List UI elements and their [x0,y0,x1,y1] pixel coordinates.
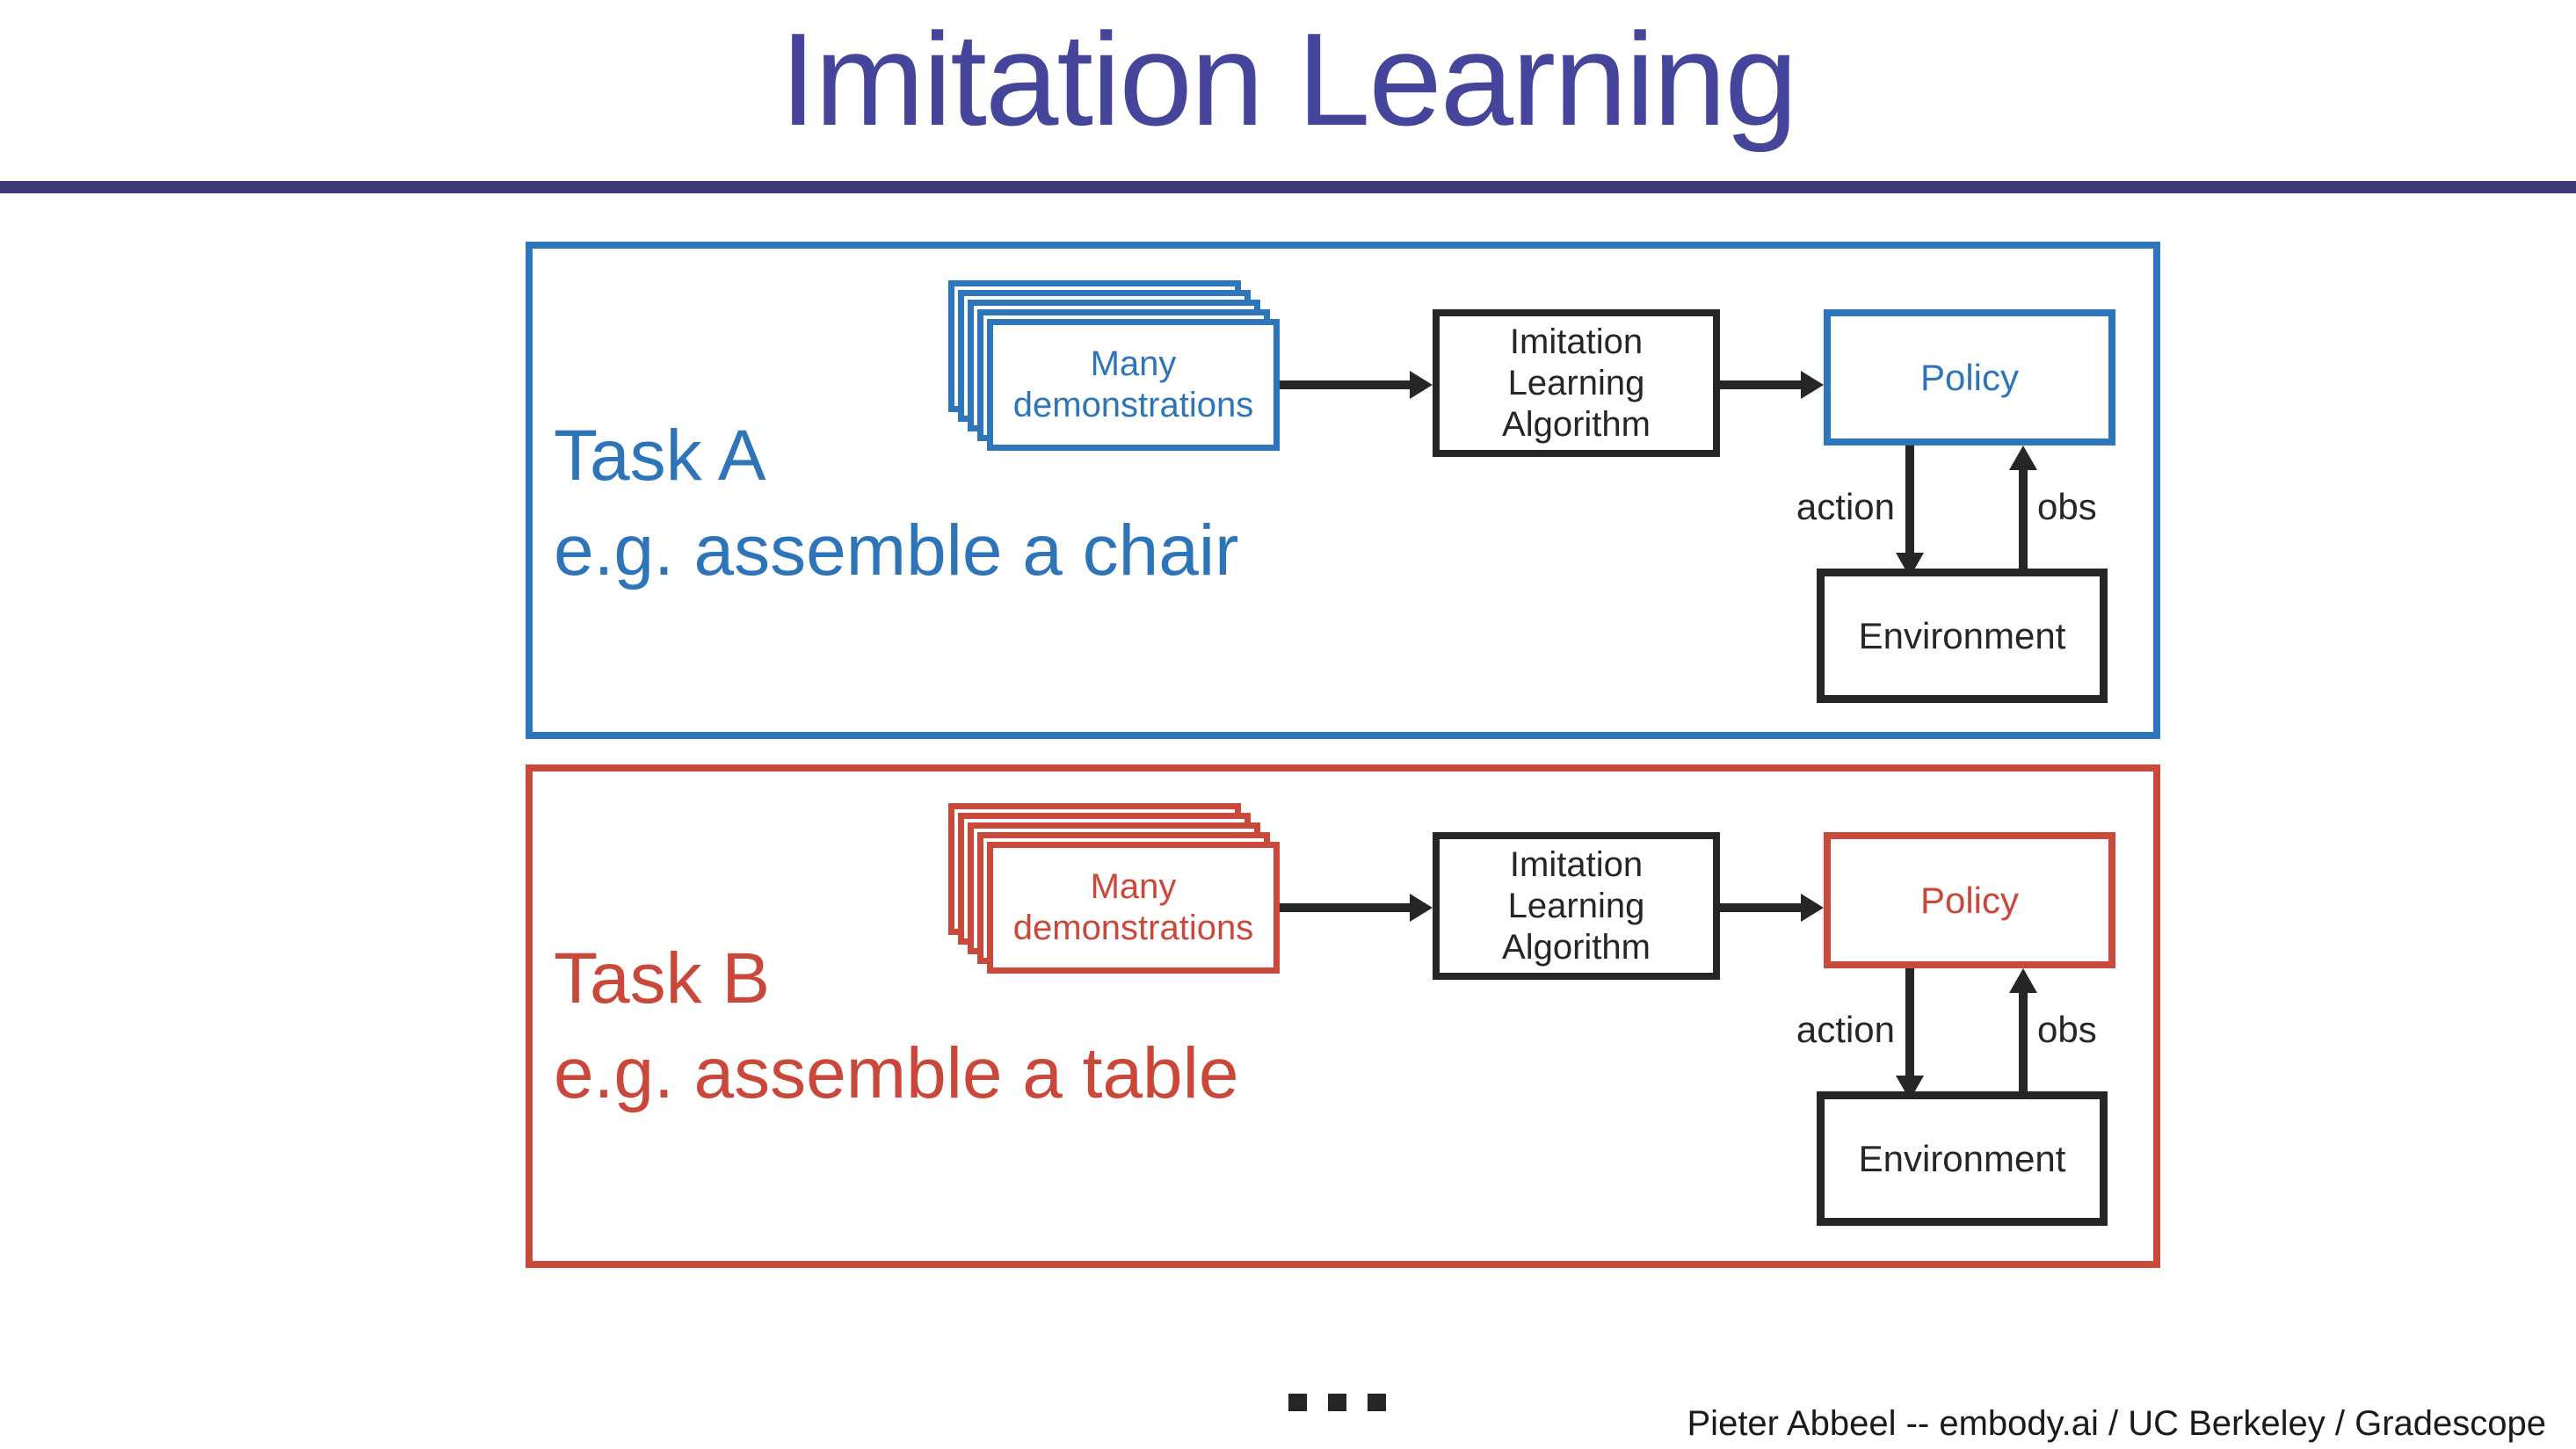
arrow-action-down [1905,968,1914,1076]
policy-box: Policy [1824,832,2115,968]
action-label: action [1796,486,1895,527]
algorithm-line1: Imitation [1509,322,1644,361]
algorithm-line3: Algorithm [1502,927,1651,967]
obs-label: obs [2037,486,2097,527]
task-b-label: Task B e.g. assemble a table [554,931,1238,1121]
task-b-name: Task B [554,938,771,1018]
policy-label: Policy [1919,356,2020,398]
algorithm-line1: Imitation [1509,844,1644,884]
task-a-example: e.g. assemble a chair [554,511,1239,590]
algorithm-line2: Learning [1507,886,1645,925]
demo-label-line2: demonstrations [1012,386,1254,424]
demo-stack: Many demonstrations [948,803,1280,974]
arrow-demos-to-algorithm [1280,903,1410,912]
algorithm-box: Imitation Learning Algorithm [1433,309,1720,457]
arrow-algorithm-to-policy [1720,903,1801,912]
demo-stack: Many demonstrations [948,280,1280,451]
dot-icon [1288,1394,1307,1411]
arrowhead-right-icon [1801,894,1824,922]
footer-credit: Pieter Abbeel -- embody.ai / UC Berkeley… [1687,1404,2547,1443]
task-b-panel: Task B e.g. assemble a table Many demons… [526,764,2160,1268]
obs-label: obs [2037,1009,2097,1050]
task-a-name: Task A [554,416,766,496]
task-a-label: Task A e.g. assemble a chair [554,409,1238,598]
arrow-algorithm-to-policy [1720,380,1801,389]
algorithm-line2: Learning [1507,363,1645,402]
arrowhead-up-icon [2009,446,2037,470]
environment-box: Environment [1817,569,2108,703]
dot-icon [1328,1394,1346,1411]
demo-label-line1: Many [1090,867,1177,906]
task-a-panel: Task A e.g. assemble a chair Many demons… [526,242,2160,739]
continuation-dots [1288,1394,1386,1411]
policy-box: Policy [1824,309,2115,446]
title-divider [0,181,2576,193]
demo-card-front: Many demonstrations [987,842,1280,974]
arrow-action-down [1905,446,1914,553]
arrowhead-right-icon [1410,894,1433,922]
demo-label-line2: demonstrations [1012,909,1254,947]
environment-label: Environment [1858,614,2066,656]
policy-label: Policy [1919,879,2020,921]
algorithm-line3: Algorithm [1502,404,1651,444]
arrow-demos-to-algorithm [1280,380,1410,389]
demo-card-front: Many demonstrations [987,319,1280,451]
arrowhead-right-icon [1410,371,1433,399]
arrowhead-right-icon [1801,371,1824,399]
slide-title: Imitation Learning [780,5,1797,153]
arrow-obs-up [2019,470,2028,569]
algorithm-box: Imitation Learning Algorithm [1433,832,1720,980]
environment-box: Environment [1817,1091,2108,1226]
arrowhead-up-icon [2009,968,2037,993]
demo-label-line1: Many [1090,344,1177,383]
arrow-obs-up [2019,993,2028,1091]
dot-icon [1368,1394,1386,1411]
action-label: action [1796,1009,1895,1050]
environment-label: Environment [1858,1137,2066,1179]
task-b-example: e.g. assemble a table [554,1033,1239,1113]
